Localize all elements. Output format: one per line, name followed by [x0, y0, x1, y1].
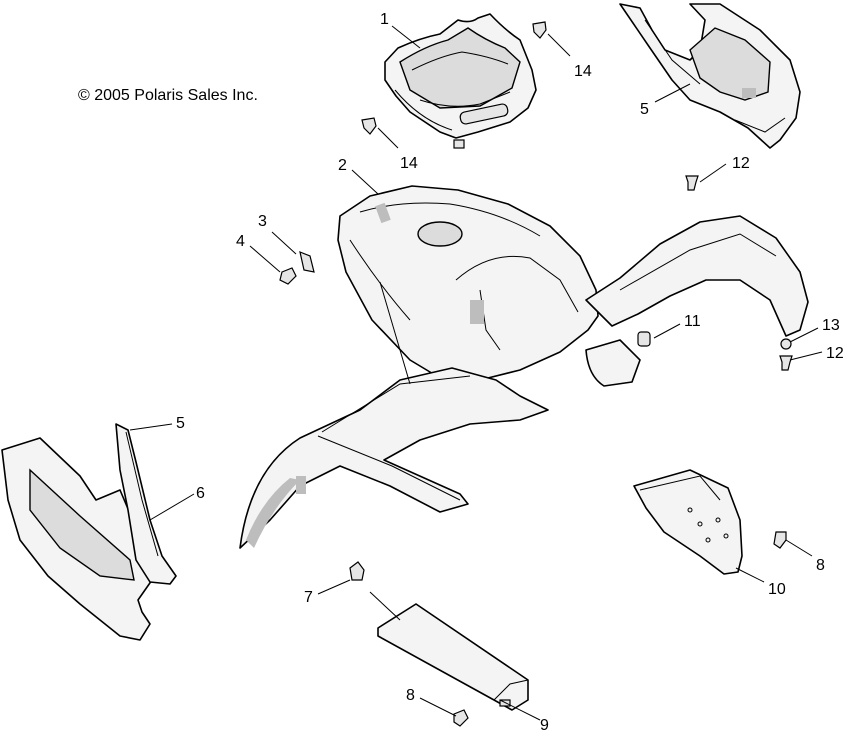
part-5-left-panel — [115, 423, 177, 585]
callout-14-top: 14 — [574, 63, 592, 80]
part-1-headlight-pod — [384, 13, 537, 149]
part-9-bracket — [377, 603, 529, 711]
callout-1: 1 — [380, 11, 389, 28]
part-14-screw-top — [532, 21, 547, 39]
callout-14-left: 14 — [400, 155, 418, 172]
part-8-fastener-bottom — [453, 709, 469, 727]
left-fender-frame — [239, 367, 549, 549]
part-14-screw-left — [361, 117, 377, 135]
part-4-screw — [279, 267, 297, 285]
part-13-nut — [780, 338, 792, 350]
part-10-skid-plate — [633, 469, 743, 575]
callout-8-bottom: 8 — [406, 687, 415, 704]
callout-labels: 1 14 14 5 12 2 3 4 11 13 12 5 6 7 8 10 8… — [176, 11, 844, 734]
callout-11: 11 — [684, 313, 701, 330]
callout-13: 13 — [822, 317, 840, 334]
part-7-nut — [349, 561, 365, 581]
callout-6: 6 — [196, 485, 205, 502]
callout-7: 7 — [304, 589, 313, 606]
callout-10: 10 — [768, 581, 786, 598]
part-8-fastener-right — [773, 531, 787, 549]
callout-5-left: 5 — [176, 415, 185, 432]
callout-4: 4 — [236, 233, 245, 250]
right-fender — [585, 215, 809, 387]
part-6-left-panel — [1, 437, 153, 641]
callout-9: 9 — [540, 717, 549, 731]
leader-lines — [129, 25, 823, 721]
part-3-clip — [299, 251, 315, 273]
callout-2: 2 — [338, 157, 347, 174]
part-12-fastener-right — [779, 355, 793, 371]
copyright-text: © 2005 Polaris Sales Inc. — [78, 87, 258, 104]
callout-12-right: 12 — [826, 345, 844, 362]
part-2-front-cab — [337, 185, 599, 381]
callout-12-top: 12 — [732, 155, 750, 172]
callout-3: 3 — [258, 213, 267, 230]
callout-5-top: 5 — [640, 101, 649, 118]
part-12-fastener-top — [685, 175, 699, 191]
part-5-upper-panel — [619, 3, 801, 149]
callout-8-right: 8 — [816, 557, 825, 574]
